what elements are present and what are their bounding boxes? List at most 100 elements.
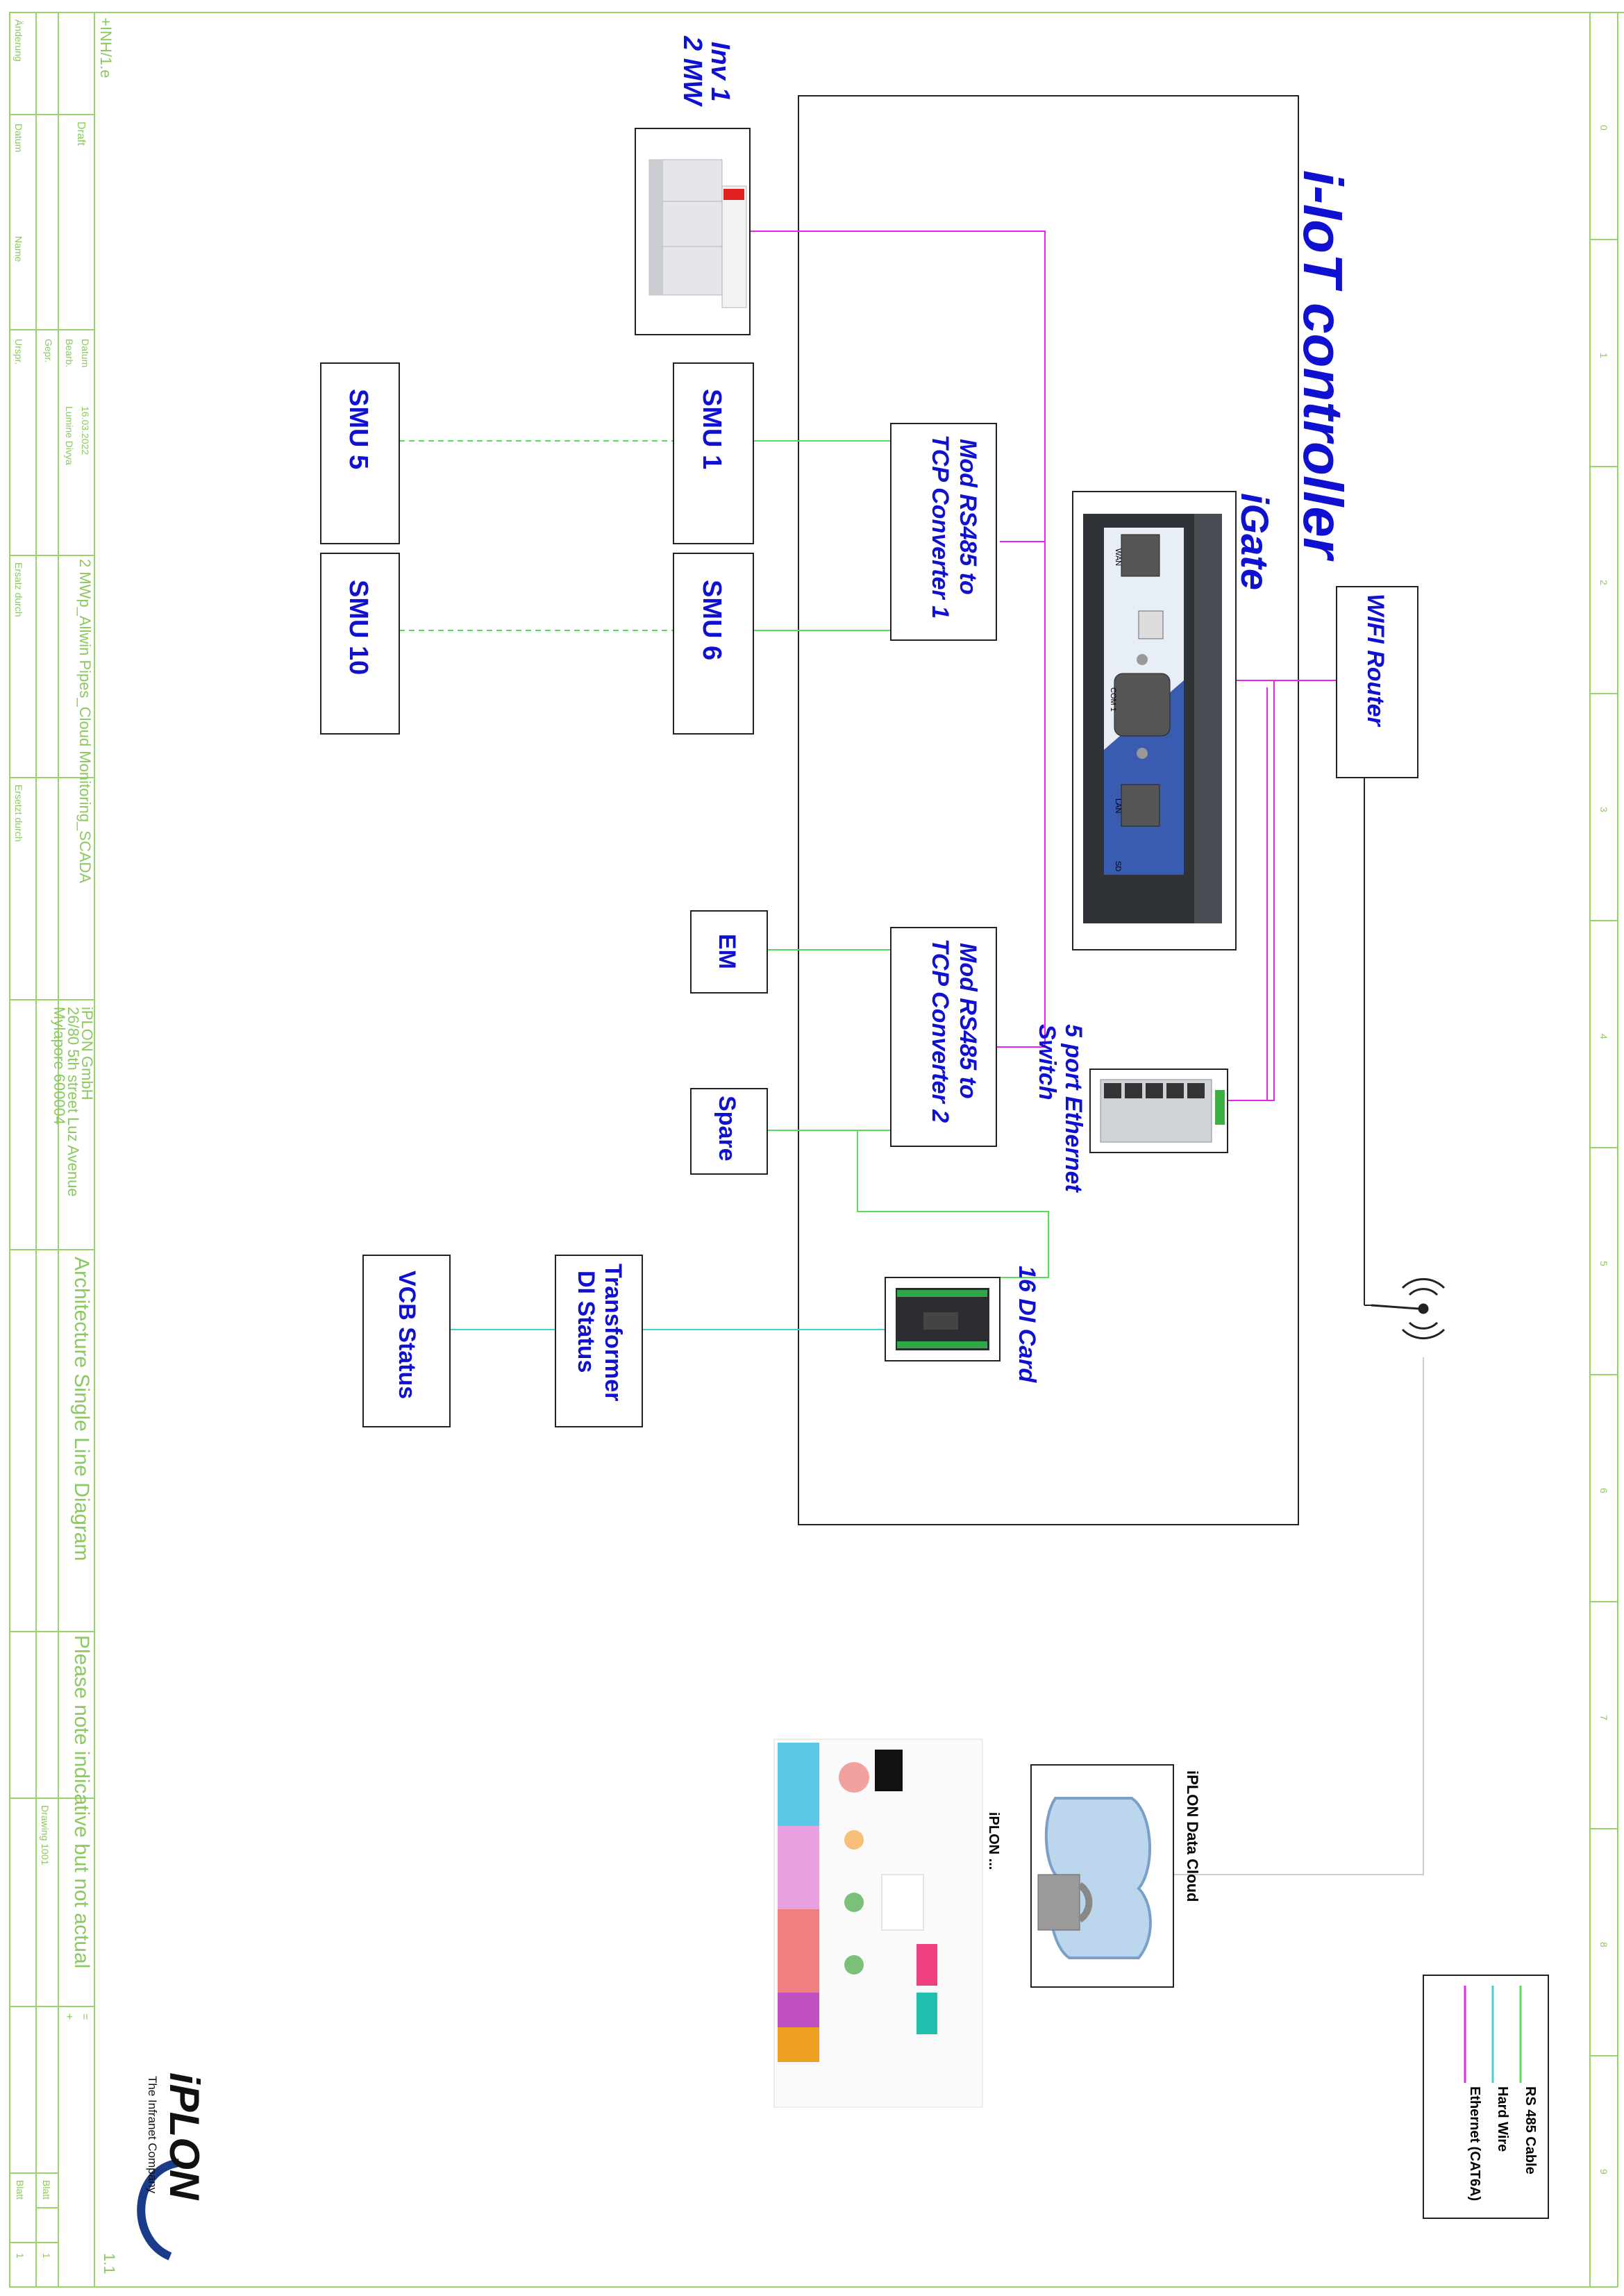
grid-col-3: 3 xyxy=(1598,807,1609,812)
eq-sign: = xyxy=(79,2013,91,2020)
grid-ruler-labels: 0 1 2 3 4 5 6 7 8 9 xyxy=(1598,125,1609,2175)
smu-10-box: SMU 10 xyxy=(320,553,400,735)
legend: RS 485 Cable Hard Wire Ethernet (CAT6A) xyxy=(1423,1975,1549,2219)
logo-subtitle: The Infranet Company xyxy=(146,2076,159,2194)
logo-text: iPLON xyxy=(161,2072,208,2201)
converter-1-line-2: TCP Converter 1 xyxy=(927,435,953,619)
igate-port-com1: COM 1 xyxy=(1109,687,1117,712)
grid-col-2: 2 xyxy=(1598,580,1609,585)
com-port-icon xyxy=(1114,673,1171,737)
di-card-image xyxy=(885,1277,1001,1361)
smu-1-box: SMU 1 xyxy=(673,362,754,544)
igate-port-wan: WAN xyxy=(1114,548,1122,566)
converter-1-box: Mod RS485 to TCP Converter 1 xyxy=(890,423,997,641)
project-name: 2 MWp_Allwin Pipes_Cloud Monitoring_SCAD… xyxy=(76,559,94,883)
vcb-status-box: VCB Status xyxy=(362,1255,451,1427)
datum-value: 16.03.2022 xyxy=(80,406,91,455)
converter-2-box: Mod RS485 to TCP Converter 2 xyxy=(890,927,997,1147)
vcb-label: VCB Status xyxy=(394,1271,420,1399)
dashboard-label: iPLON ... xyxy=(986,1812,1001,1870)
igate-port-sd: SD xyxy=(1114,861,1122,871)
sheet-ref: +INH/1.e xyxy=(97,17,115,78)
igate-device: WAN LAN COM 1 SD xyxy=(1072,491,1237,950)
transformer-label-2: DI Status xyxy=(573,1271,599,1373)
indicative-note: Please note indicative but not actual xyxy=(70,1635,93,1968)
spare-box: Spare xyxy=(690,1088,768,1175)
name-col-label: Name xyxy=(13,236,24,262)
igate-label: iGate xyxy=(1233,493,1277,590)
smu-5-box: SMU 5 xyxy=(320,362,400,544)
title-block: +INH/1.e Draft Änderung Datum Name Datum… xyxy=(13,17,118,2274)
converter-2-line-1: Mod RS485 to xyxy=(955,943,981,1099)
company-line-1: iPLON GmbH xyxy=(78,1007,96,1100)
aenderung-label: Änderung xyxy=(13,19,24,62)
switch-label-1: 5 port Ethernet xyxy=(1060,1024,1087,1193)
em-label: EM xyxy=(714,934,740,969)
ethernet-switch-image xyxy=(1089,1069,1228,1153)
controller-enclosure xyxy=(798,95,1299,1525)
status-draft: Draft xyxy=(75,121,87,146)
smu-5-label: SMU 5 xyxy=(344,389,373,469)
gepr-label: Gepr. xyxy=(43,339,54,362)
transformer-label-1: Transformer xyxy=(600,1264,626,1401)
converter-2-line-2: TCP Converter 2 xyxy=(927,939,953,1123)
wan-lines xyxy=(1173,778,1424,1875)
ethernet-lines xyxy=(750,231,1337,1101)
smu-6-box: SMU 6 xyxy=(673,553,754,735)
grid-col-7: 7 xyxy=(1598,1715,1609,1720)
wan-port-icon xyxy=(1121,534,1160,577)
datum-col-label: Datum xyxy=(13,124,24,152)
bearb-label: Bearb. xyxy=(64,339,75,367)
rs485-lines xyxy=(399,440,1049,1278)
company-line-3: Mylapore 600004 xyxy=(51,1007,68,1125)
datum-label: Datum xyxy=(80,339,91,367)
grid-col-4: 4 xyxy=(1598,1034,1609,1039)
inverter-label-1: Inv 1 xyxy=(705,42,735,102)
cloud-label: iPLON Data Cloud xyxy=(1184,1770,1201,1902)
smu-10-label: SMU 10 xyxy=(344,580,373,675)
iplon-logo: iPLON The Infranet Company xyxy=(137,2072,208,2261)
grid-col-5: 5 xyxy=(1598,1261,1609,1266)
plus-sign: + xyxy=(63,2013,75,2020)
drawing-number: Drawing 1001 xyxy=(40,1805,51,1866)
blatt-value-2: 1 xyxy=(15,2253,26,2259)
transformer-status-box: Transformer DI Status xyxy=(555,1255,643,1427)
converter-1-line-1: Mod RS485 to xyxy=(955,439,981,595)
smu-6-label: SMU 6 xyxy=(697,580,726,660)
controller-title: i-IoT controller xyxy=(1292,170,1354,562)
legend-hardwire: Hard Wire xyxy=(1495,2086,1510,2152)
grid-ruler xyxy=(1589,12,1618,2288)
ersatz-fuer-label: Ersatz durch xyxy=(13,562,24,617)
lock-icon xyxy=(1037,1874,1080,1931)
ersatz-durch-label: Ersetzt durch xyxy=(13,785,24,841)
grid-col-1: 1 xyxy=(1598,353,1609,358)
em-box: EM xyxy=(690,910,768,994)
data-cloud: iPLON Data Cloud xyxy=(1030,1764,1201,1988)
page-number: 1.1 xyxy=(101,2253,118,2274)
legend-rs485: RS 485 Cable xyxy=(1523,2086,1538,2175)
wifi-router-box: WIFI Router xyxy=(1336,586,1418,778)
company-line-2: 26/80 5th street Luz Avenue xyxy=(65,1007,82,1197)
inverter-label-2: 2 MW xyxy=(678,35,707,107)
blatt-label-2: Blatt xyxy=(15,2180,26,2199)
blatt-value-1: 1 xyxy=(41,2253,52,2259)
igate-port-lan-1: LAN xyxy=(1114,798,1122,813)
grid-col-0: 0 xyxy=(1598,125,1609,131)
blatt-label-1: Blatt xyxy=(41,2180,52,2199)
switch-label-2: Switch xyxy=(1034,1024,1060,1100)
spare-label: Spare xyxy=(714,1096,740,1162)
bearb-value: Lumine Divya xyxy=(64,406,75,465)
smu-1-label: SMU 1 xyxy=(697,389,726,469)
drawing-title: Architecture Single Line Diagram xyxy=(70,1257,93,1561)
di-card-label: 16 DI Card xyxy=(1014,1266,1040,1383)
inverter-image xyxy=(635,128,751,335)
grid-col-6: 6 xyxy=(1598,1488,1609,1493)
lan-port-icon xyxy=(1121,784,1160,827)
wifi-antenna-icon xyxy=(1371,1277,1446,1340)
urspr-label: Urspr. xyxy=(13,339,24,364)
wifi-router-label: WIFI Router xyxy=(1362,594,1389,728)
grid-col-9: 9 xyxy=(1598,2169,1609,2175)
grid-col-8: 8 xyxy=(1598,1942,1609,1947)
logo-swoosh-icon xyxy=(137,2159,181,2261)
